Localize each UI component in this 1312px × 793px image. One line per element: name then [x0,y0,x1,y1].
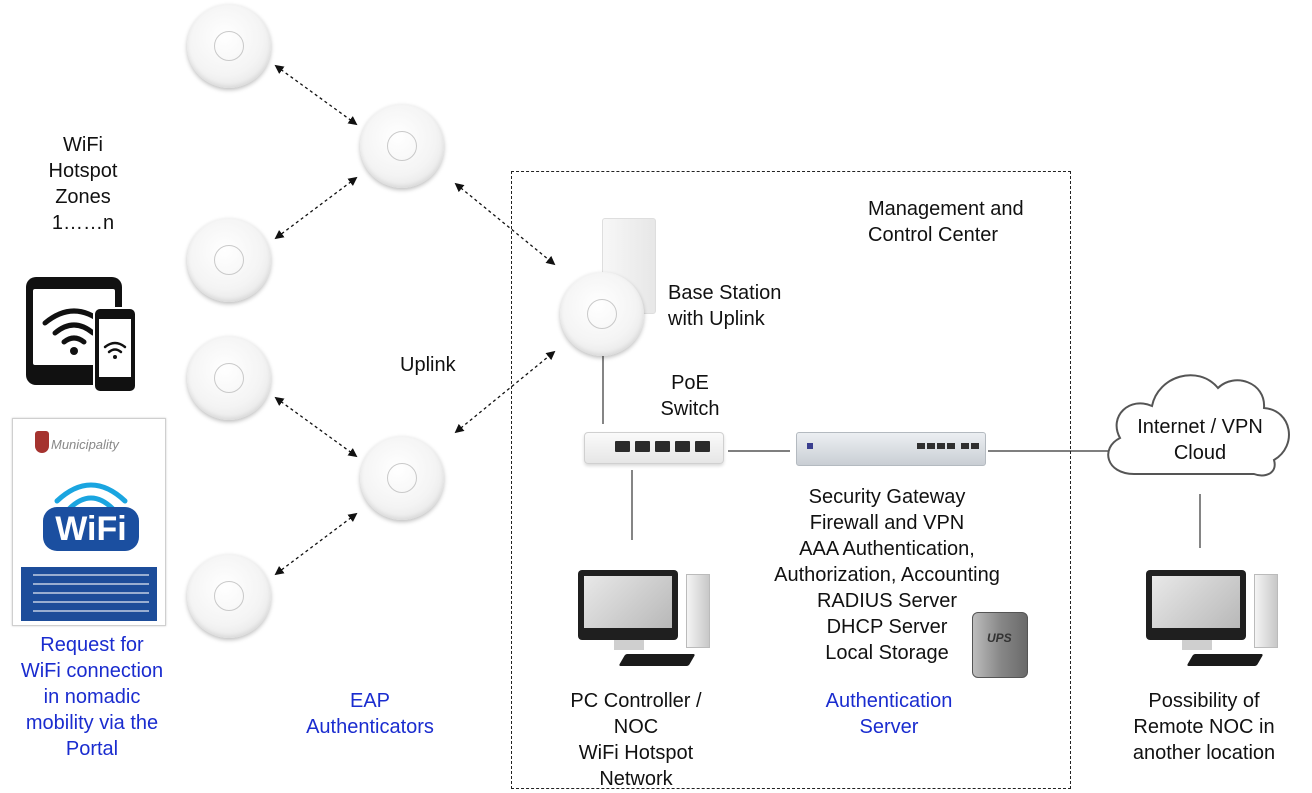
link-ap2-ap3 [274,176,358,240]
wifi-portal-poster: Municipality WiFi [12,418,166,626]
poster-municipality: Municipality [51,437,119,452]
management-control-center-box [511,171,1071,789]
link-ap4-ap5 [274,396,358,458]
municipality-seal-icon [35,431,49,453]
phone-icon [93,307,137,393]
access-point-icon [187,554,271,638]
access-point-icon [187,218,271,302]
security-gateway-icon [796,432,986,466]
wifi-icon [54,482,128,512]
link-ap5-ap6 [274,512,358,576]
access-point-icon [360,104,444,188]
poster-wifi-logo: WiFi [43,507,139,551]
uplink-label: Uplink [400,354,456,376]
cloud-icon [1107,374,1290,477]
ups-icon: UPS [972,612,1028,678]
link-ap1-ap2 [274,64,358,126]
poe-switch-icon [584,432,724,464]
base-station-access-point-icon [560,272,644,356]
access-point-icon [187,336,271,420]
access-point-icon [187,4,271,88]
access-point-icon [360,436,444,520]
poster-instructions-band [21,567,157,621]
